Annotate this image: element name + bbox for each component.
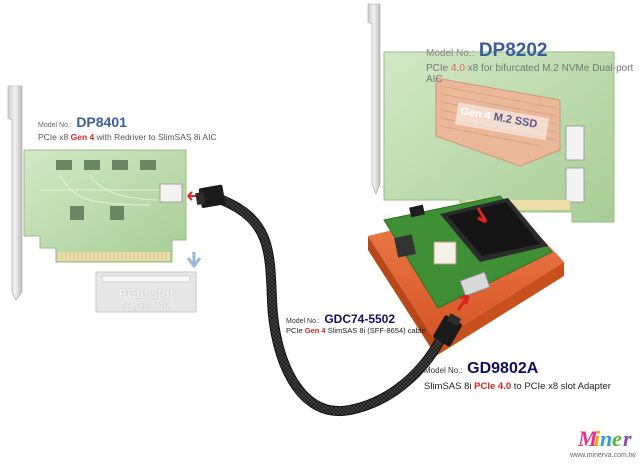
dp8401-desc-gen: Gen 4 [70,132,95,142]
pcie-slot-title: PCIe slot [118,286,174,301]
dp8401-desc-b: with Redriver to SlimSAS 8i AIC [94,132,217,142]
gd9802a-description: SlimSAS 8i PCIe 4.0 to PCIe x8 slot Adap… [424,381,611,392]
gd9802a-model: GD9802A [467,360,539,377]
down-arrow-icon [186,252,202,269]
gd9802a-model-prefix: Model No.: [424,366,463,375]
gdc74-desc-a: PCIe [286,326,305,335]
gdc74-desc-gen: Gen 4 [304,326,326,335]
svg-text:e: e [612,426,622,451]
pcie-slot-graphic [95,271,197,313]
connector-arrow-icon [456,294,470,311]
dp8401-card [7,85,187,301]
dp8202-model: DP8202 [478,40,548,61]
brand-url: www.minerva.com.tw [570,452,636,459]
svg-text:M: M [577,426,599,451]
gdc74-model-prefix: Model No.: [286,318,320,325]
gd9802a-label: Model No.: GD9802A [424,360,538,378]
dp8202-label: Model No.: DP8202 [426,40,547,62]
svg-text:i: i [594,426,601,451]
slimsas-cable [195,184,462,417]
gd9802a-desc-a: SlimSAS 8i [424,381,475,392]
dp8401-label: Model No.: DP8401 [38,114,238,132]
dp8401-model: DP8401 [76,114,127,130]
dp8202-card [367,3,615,223]
dp8202-model-prefix: Model No.: [426,48,475,59]
dp8401-desc-a: PCIe x8 [38,132,71,142]
brand-logo: M i n e r [577,426,632,451]
gd9802a-desc-gen: PCIe 4.0 [474,381,512,392]
svg-text:n: n [600,426,612,451]
dp8401-model-prefix: Model No.: [38,122,72,129]
svg-text:r: r [623,426,632,451]
pcie-slot-label: PCIe slot x4, x8, x16 [96,286,196,311]
gdc74-description: PCIe Gen 4 SlimSAS 8i (SFF-8654) cable [286,326,426,335]
dp8202-desc-a: PCIe [426,63,452,74]
dp8202-desc-gen: 4.0 [451,63,465,74]
slot-arrow-icon [476,207,488,224]
dp8401-description: PCIe x8 Gen 4 with Redriver to SlimSAS 8… [38,132,217,142]
gdc74-model: GDC74-5502 [324,312,396,326]
pcie-slot-sizes: x4, x8, x16 [123,301,169,311]
dp8202-desc-b: x8 for bifurcated M.2 NVMe Dual-port AIC [426,63,634,85]
gd9802a-desc-b: to PCIe x8 slot Adapter [511,381,611,392]
gd9802a-adapter [368,195,564,356]
dp8202-description: PCIe 4.0 x8 for bifurcated M.2 NVMe Dual… [426,63,640,85]
gdc74-desc-b: SlimSAS 8i (SFF-8654) cable [325,326,426,335]
gdc74-label: Model No.: GDC74-5502 [286,310,395,328]
